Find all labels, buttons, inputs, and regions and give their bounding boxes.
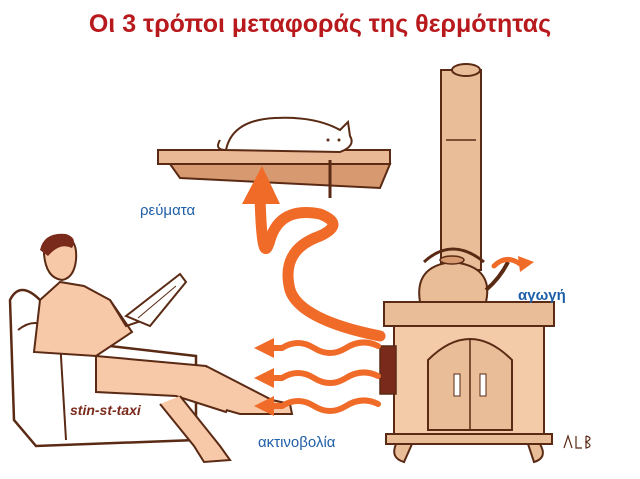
label-conduction: αγωγή: [518, 287, 566, 304]
conduction-arrow: [491, 256, 534, 272]
kettle: [418, 247, 510, 303]
man-reading: [32, 233, 294, 464]
label-convection: ρεύματα: [140, 202, 196, 219]
artist-signature: [563, 434, 591, 449]
radiation-arrows: [254, 338, 381, 416]
stove-pipe: [440, 63, 482, 271]
newspaper: [124, 272, 188, 328]
label-radiation: ακτινοβολία: [258, 434, 336, 451]
radiation-arrow-middle: [254, 368, 381, 388]
stove: [379, 301, 555, 464]
page-title: Οι 3 τρόποι μεταφοράς της θερμότητας: [88, 10, 552, 38]
shelf: [157, 149, 392, 198]
watermark-credit: stin-st-taxi: [70, 402, 141, 418]
convection-arrow: [242, 166, 386, 342]
radiation-arrow-top: [254, 338, 381, 358]
radiation-arrow-bottom: [254, 396, 381, 416]
cat-sleeping: [217, 116, 353, 154]
